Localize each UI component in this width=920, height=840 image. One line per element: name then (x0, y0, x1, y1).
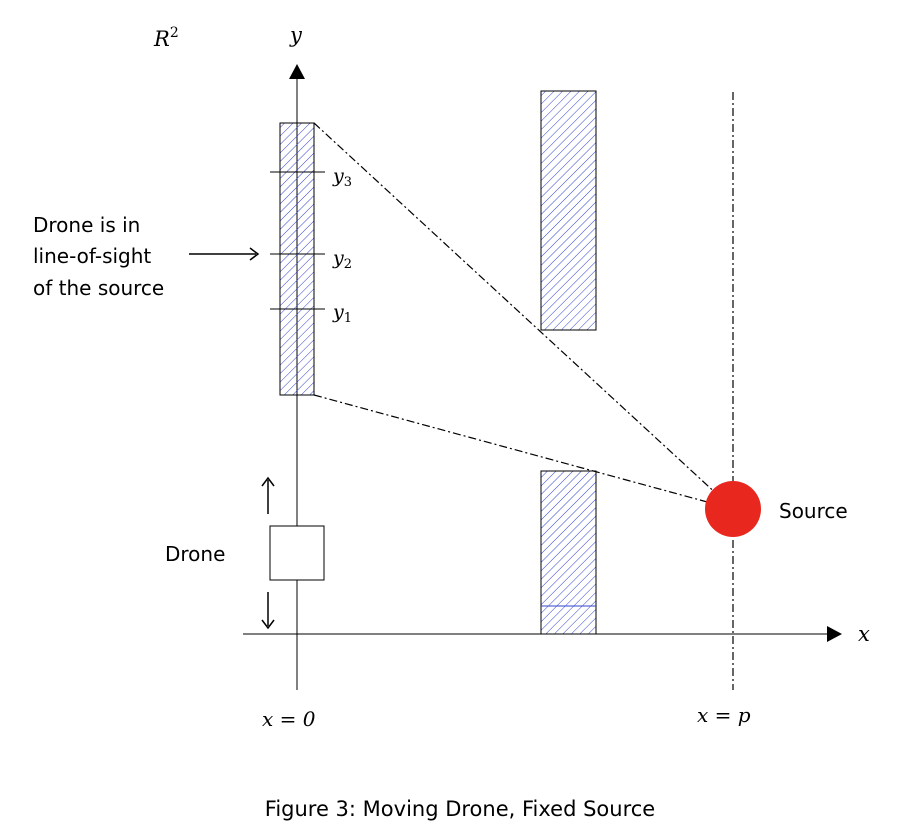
space-label: R2 (153, 25, 179, 51)
source-label: Source (779, 499, 848, 523)
tick-label-y1: y1 (332, 301, 352, 326)
annotation-line-1: Drone is in (33, 213, 140, 237)
obstacle-upper (540, 90, 597, 331)
drone-down-arrow-head (261, 619, 275, 630)
x-p-label: x = p (697, 703, 751, 727)
drone-corridor-hatched (279, 122, 315, 396)
y-axis-label: y (289, 23, 303, 47)
line-of-sight-lower (313, 394, 734, 510)
figure-caption: Figure 3: Moving Drone, Fixed Source (265, 797, 655, 821)
y-axis-arrowhead (289, 64, 305, 79)
tick-label-y2: y2 (332, 247, 352, 272)
tick-label-y3: y3 (332, 165, 352, 190)
source-marker (705, 481, 761, 537)
drone-box (269, 525, 325, 581)
drone-label: Drone (165, 542, 225, 566)
annotation-line-3: of the source (33, 276, 164, 300)
obstacle-lower (540, 470, 597, 635)
line-of-sight-upper (313, 122, 734, 510)
x-axis-arrowhead (827, 626, 842, 642)
annotation-line-2: line-of-sight (33, 244, 151, 268)
x-zero-label: x = 0 (262, 707, 316, 731)
annotation-arrow-head (249, 247, 260, 261)
drone-up-arrow-head (261, 476, 275, 487)
x-axis-label: x (858, 622, 870, 646)
